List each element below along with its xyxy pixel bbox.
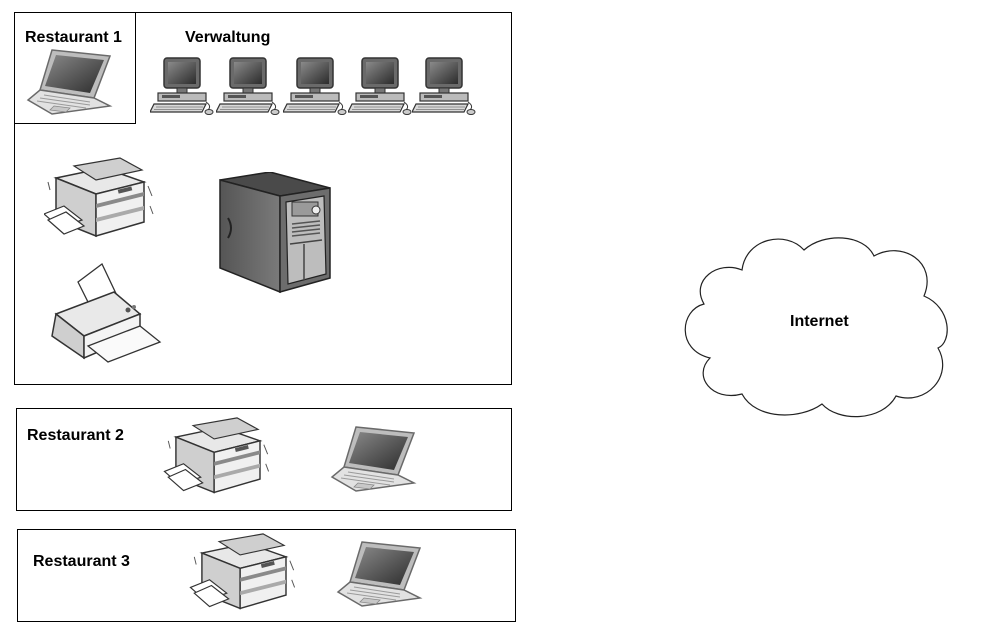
copier-icon	[162, 416, 272, 502]
copier-icon	[188, 532, 298, 618]
restaurant2-label: Restaurant 2	[27, 427, 124, 444]
restaurant1-label: Restaurant 1	[25, 29, 122, 46]
laptop-icon	[24, 46, 116, 118]
cloud-icon	[684, 237, 948, 418]
desktop-computer-icon	[348, 56, 414, 118]
verwaltung-label: Verwaltung	[185, 29, 271, 46]
desktop-computer-icon	[150, 56, 216, 118]
printer-icon	[48, 262, 164, 366]
laptop-icon	[328, 423, 420, 495]
laptop-icon	[334, 538, 426, 610]
desktop-computer-icon	[283, 56, 349, 118]
restaurant2-network-box	[16, 408, 512, 511]
server-tower-icon	[216, 172, 334, 294]
copier-icon	[44, 156, 154, 246]
desktop-computer-icon	[216, 56, 282, 118]
restaurant3-label: Restaurant 3	[33, 553, 130, 570]
desktop-computer-icon	[412, 56, 478, 118]
internet-label: Internet	[790, 313, 849, 330]
